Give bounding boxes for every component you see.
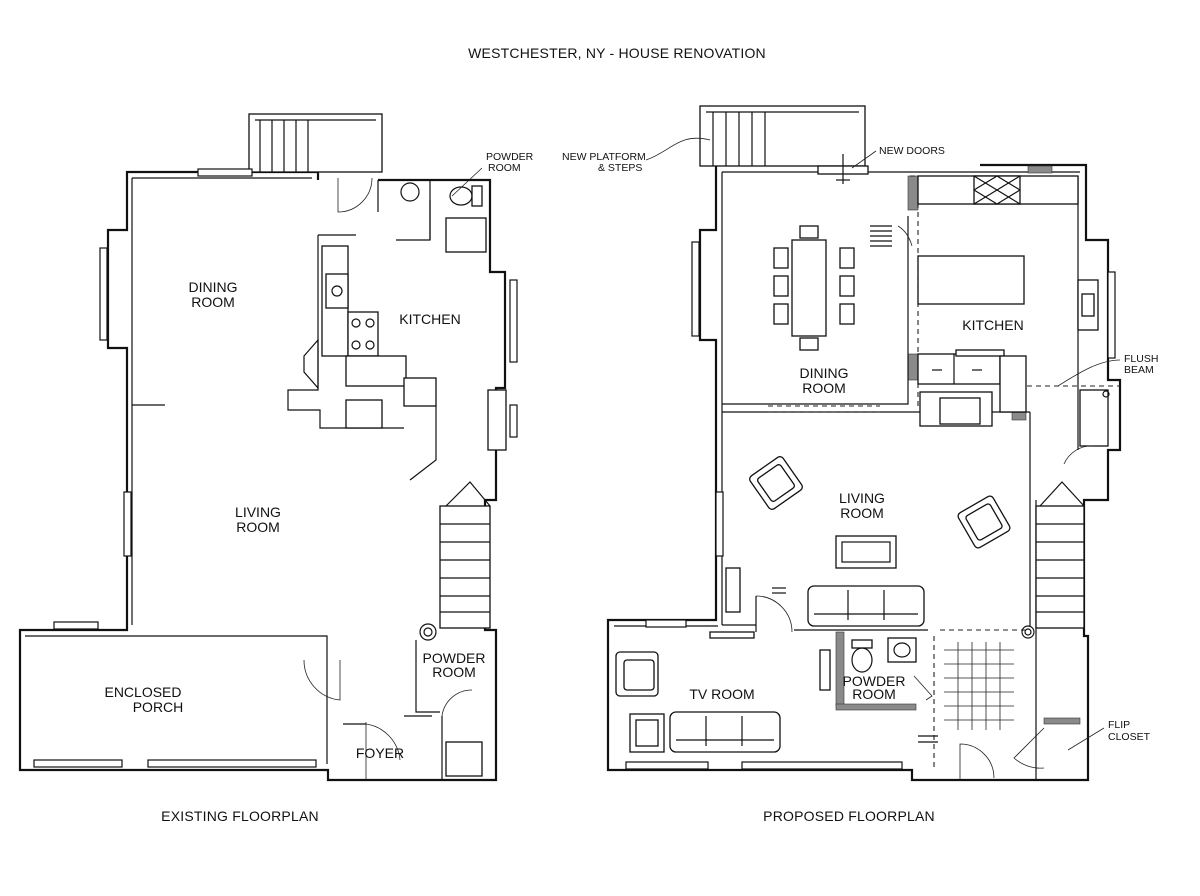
sheet-title: WESTCHESTER, NY - HOUSE RENOVATION [468,45,766,61]
flip-closet-callout-2: CLOSET [1108,731,1151,743]
existing-living-room-label-1: LIVING [235,504,281,520]
proposed-tile-grid [944,642,1014,730]
proposed-armchair-right [957,495,1011,549]
proposed-living-room-label-2: ROOM [840,505,884,521]
existing-enclosed-porch-label-1: ENCLOSED [104,684,181,700]
proposed-dining-room-label-2: ROOM [802,380,846,396]
existing-powder-room-bottom-label-2: ROOM [432,664,476,680]
existing-dining-room-label-2: ROOM [191,294,235,310]
proposed-powder-room-label-2: ROOM [852,686,896,702]
flip-closet-callout-1: FLIP [1108,719,1130,731]
existing-powder-room-top-fixtures [400,182,483,207]
proposed-kitchen-label: KITCHEN [962,317,1023,333]
proposed-living-sofa [807,585,925,627]
existing-powder-room-top-label-2: ROOM [488,162,521,174]
new-platform-callout-2: & STEPS [598,162,642,174]
proposed-tv-room-furniture [615,631,831,753]
proposed-living-room-label-1: LIVING [839,490,885,506]
new-doors-callout: NEW DOORS [879,145,945,157]
proposed-dining-room-label-1: DINING [800,365,849,381]
proposed-tv-room-label: TV ROOM [689,686,754,702]
existing-outer-wall [18,170,507,782]
proposed-powder-room-label-1: POWDER [843,673,906,689]
existing-floorplan: POWDER ROOM DINING ROOM KITCHEN LIVING R… [18,113,534,824]
flush-beam-callout-2: BEAM [1124,364,1154,376]
new-platform-callout-1: NEW PLATFORM [562,151,646,163]
proposed-step-marks [870,225,913,247]
proposed-armchair-left [749,456,803,510]
proposed-kitchen-island [917,255,1025,305]
proposed-floorplan-caption: PROPOSED FLOORPLAN [763,808,935,824]
proposed-platform-steps [699,105,866,167]
existing-dining-room-label-1: DINING [189,279,238,295]
proposed-dining-table [773,225,855,351]
existing-floorplan-caption: EXISTING FLOORPLAN [161,808,319,824]
existing-kitchen-counters [321,217,507,451]
proposed-floorplan: NEW PLATFORM & STEPS NEW DOORS FLUSH BEA… [562,105,1158,824]
proposed-coffee-table [835,535,897,569]
proposed-stairs [1021,481,1085,639]
existing-kitchen-label: KITCHEN [399,311,460,327]
existing-stairs [419,481,491,641]
existing-back-steps [248,113,383,173]
existing-living-room-label-2: ROOM [236,519,280,535]
existing-powder-room-top-label-1: POWDER [486,151,534,163]
existing-powder-room-bottom-label-1: POWDER [423,650,486,666]
existing-foyer-label: FOYER [356,745,404,761]
proposed-powder-room-fixtures [851,637,933,701]
proposed-kitchen-cabinets [917,175,1099,427]
flush-beam-callout-1: FLUSH [1124,353,1158,365]
existing-enclosed-porch-label-2: PORCH [133,699,184,715]
